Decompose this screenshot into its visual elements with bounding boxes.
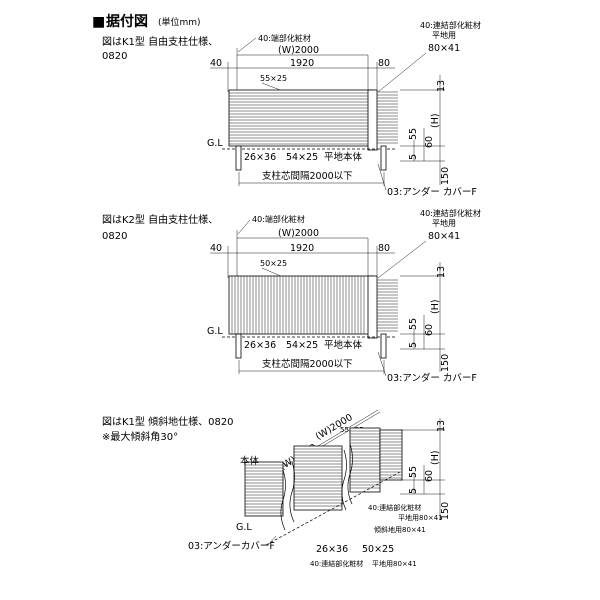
adjacent-panel-slats xyxy=(377,279,398,332)
diagram-caption-model: 0820 xyxy=(102,51,127,62)
label-post-pitch: 支柱芯間隔2000以下 xyxy=(262,170,353,182)
dim-post-a: 26×36 xyxy=(244,152,276,163)
dim-55: 55 xyxy=(408,318,419,330)
label-post-pitch: 支柱芯間隔2000以下 xyxy=(262,358,353,370)
fence-panel xyxy=(228,89,398,151)
unit-note: (単位mm) xyxy=(158,16,201,28)
dim-55: 55 xyxy=(408,128,419,140)
slope-labels: 本体 G.L 03:アンダーカバーF 26×36 50×25 40:連結部化粧材… xyxy=(188,455,443,568)
label-flat-body: 平地本体 xyxy=(324,151,363,163)
lower-panel-slats xyxy=(245,464,283,514)
ground-detail: G.L 26×36 54×25 平地本体 支柱芯間隔2000以下 03:アンダー… xyxy=(207,326,477,384)
dim-post-b: 54×25 xyxy=(286,152,318,163)
dim-end-40: 40 xyxy=(210,243,222,254)
diagram-k1-flat: 図はK1型 自由支柱仕様、 0820 40 (W)2000 1920 80 55… xyxy=(102,20,481,198)
diagram-caption: 図はK1型 自由支柱仕様、 xyxy=(102,35,218,48)
label-joint-finish-a: 40:連結部化粧材 xyxy=(368,503,421,512)
label-joint-slope: 傾斜地用80×41 xyxy=(374,525,426,534)
diagram-k1-slope: 図はK1型 傾斜地仕様、0820 ※最大傾斜角30° (W)2000 (W)20… xyxy=(102,409,451,568)
dim-slat-size: 50×25 xyxy=(260,259,287,268)
ground-level-label: G.L xyxy=(236,522,252,533)
dim-width: (W)2000 xyxy=(278,228,319,239)
max-slope-note: ※最大傾斜角30° xyxy=(102,430,178,443)
label-joint-type-a: 平地用80×41 xyxy=(398,513,443,522)
dim-55: 55 xyxy=(408,466,419,478)
dim-1920: 1920 xyxy=(290,58,314,69)
label-end-finish: 40:端部化粧材 xyxy=(252,214,305,224)
drawing-header: ■ 据付図 (単位mm) xyxy=(92,13,201,30)
height-dimensions: 13 (H) 60 55 5 150 xyxy=(400,262,451,372)
label-joint-type: 平地用 xyxy=(432,30,456,40)
label-joint-size: 80×41 xyxy=(428,43,460,54)
flat-panel-slats xyxy=(380,432,402,479)
header-marker: ■ xyxy=(92,14,105,30)
dim-13: 13 xyxy=(436,80,447,92)
label-joint-type: 平地用 xyxy=(432,218,456,228)
label-joint-size: 80×41 xyxy=(428,231,460,242)
dim-slat-size: 55×25 xyxy=(260,74,287,83)
dim-60: 60 xyxy=(424,470,435,482)
label-end-finish: 40:端部化粧材 xyxy=(258,33,311,43)
slope-fence xyxy=(244,427,403,546)
dim-13: 13 xyxy=(436,266,447,278)
dim-150: 150 xyxy=(440,502,451,520)
dim-150: 150 xyxy=(440,167,451,185)
middle-panel-slats xyxy=(294,448,342,507)
joint-finish-label: 40:連結部化粧材 平地用 80×41 xyxy=(377,20,481,93)
vertical-slats xyxy=(231,276,365,334)
dim-post-a: 26×36 xyxy=(316,544,348,555)
dim-60: 60 xyxy=(424,324,435,336)
upper-panel-slats xyxy=(350,430,380,489)
dim-height: (H) xyxy=(430,299,441,314)
drawing-title: 据付図 xyxy=(106,13,148,30)
dim-height: (H) xyxy=(430,450,441,465)
height-dimensions: 13 (H) 60 55 5 150 xyxy=(400,75,451,185)
dim-end-40: 40 xyxy=(210,58,222,69)
diagram-k2-flat: 図はK2型 自由支柱仕様、 0820 40 (W)2000 1920 80 50… xyxy=(102,208,481,384)
dim-post-b: 50×25 xyxy=(362,544,394,555)
joint-finish-label: 40:連結部化粧材 平地用 80×41 xyxy=(377,208,481,279)
dim-post-a: 26×36 xyxy=(244,340,276,351)
dim-height: (H) xyxy=(430,113,441,128)
dim-5: 5 xyxy=(408,342,419,348)
dim-150: 150 xyxy=(440,354,451,372)
dim-1920: 1920 xyxy=(290,243,314,254)
dim-width: (W)2000 xyxy=(278,45,319,56)
dim-5: 5 xyxy=(408,154,419,160)
dim-60: 60 xyxy=(424,136,435,148)
diagram-caption: 図はK2型 自由支柱仕様、 xyxy=(102,213,218,226)
label-joint-type-c: 平地用80×41 xyxy=(372,559,417,568)
dim-joint-80: 80 xyxy=(378,243,390,254)
label-under-cover: 03:アンダー カバーF xyxy=(387,186,477,198)
diagram-caption: 図はK1型 傾斜地仕様、0820 xyxy=(102,415,234,428)
top-dimensions: 40 (W)2000 1920 80 55×25 40:端部化粧材 xyxy=(210,33,395,97)
dim-post-b: 54×25 xyxy=(286,340,318,351)
label-under-cover: 03:アンダーカバーF xyxy=(188,540,275,552)
slope-height-dimensions: 13 (H) 60 55 5 150 xyxy=(400,418,451,520)
label-flat-body: 平地本体 xyxy=(324,339,363,351)
diagram-caption-model: 0820 xyxy=(102,231,127,242)
dim-5: 5 xyxy=(408,488,419,494)
ground-detail: G.L 26×36 54×25 平地本体 支柱芯間隔2000以下 03:アンダー… xyxy=(207,138,477,198)
label-body: 本体 xyxy=(240,455,260,467)
ground-level-label: G.L xyxy=(207,138,223,149)
label-joint-finish: 40:連結部化粧材 xyxy=(420,208,481,218)
adjacent-panel-slats xyxy=(377,94,398,144)
label-joint-finish: 40:連結部化粧材 xyxy=(420,20,481,30)
horizontal-slats xyxy=(229,92,368,145)
dim-joint-80: 80 xyxy=(378,58,390,69)
ground-level-label: G.L xyxy=(207,326,223,337)
label-joint-finish-c: 40:連結部化粧材 xyxy=(310,559,363,568)
top-dimensions: 40 (W)2000 1920 80 50×25 40:端部化粧材 xyxy=(210,214,395,281)
label-under-cover: 03:アンダー カバーF xyxy=(387,372,477,384)
dim-13: 13 xyxy=(436,420,447,432)
fence-panel xyxy=(228,275,398,339)
